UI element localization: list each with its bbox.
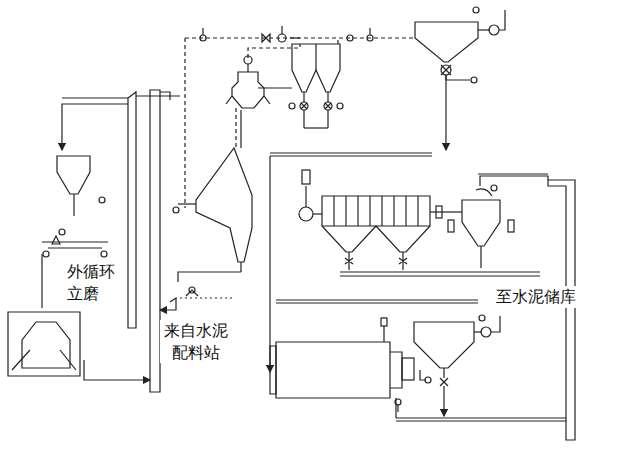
process-label: 至水泥储库 [495,286,605,308]
process-label: 外循环 立磨 [66,261,120,304]
process-label: 来自水泥 配料站 [160,320,232,363]
